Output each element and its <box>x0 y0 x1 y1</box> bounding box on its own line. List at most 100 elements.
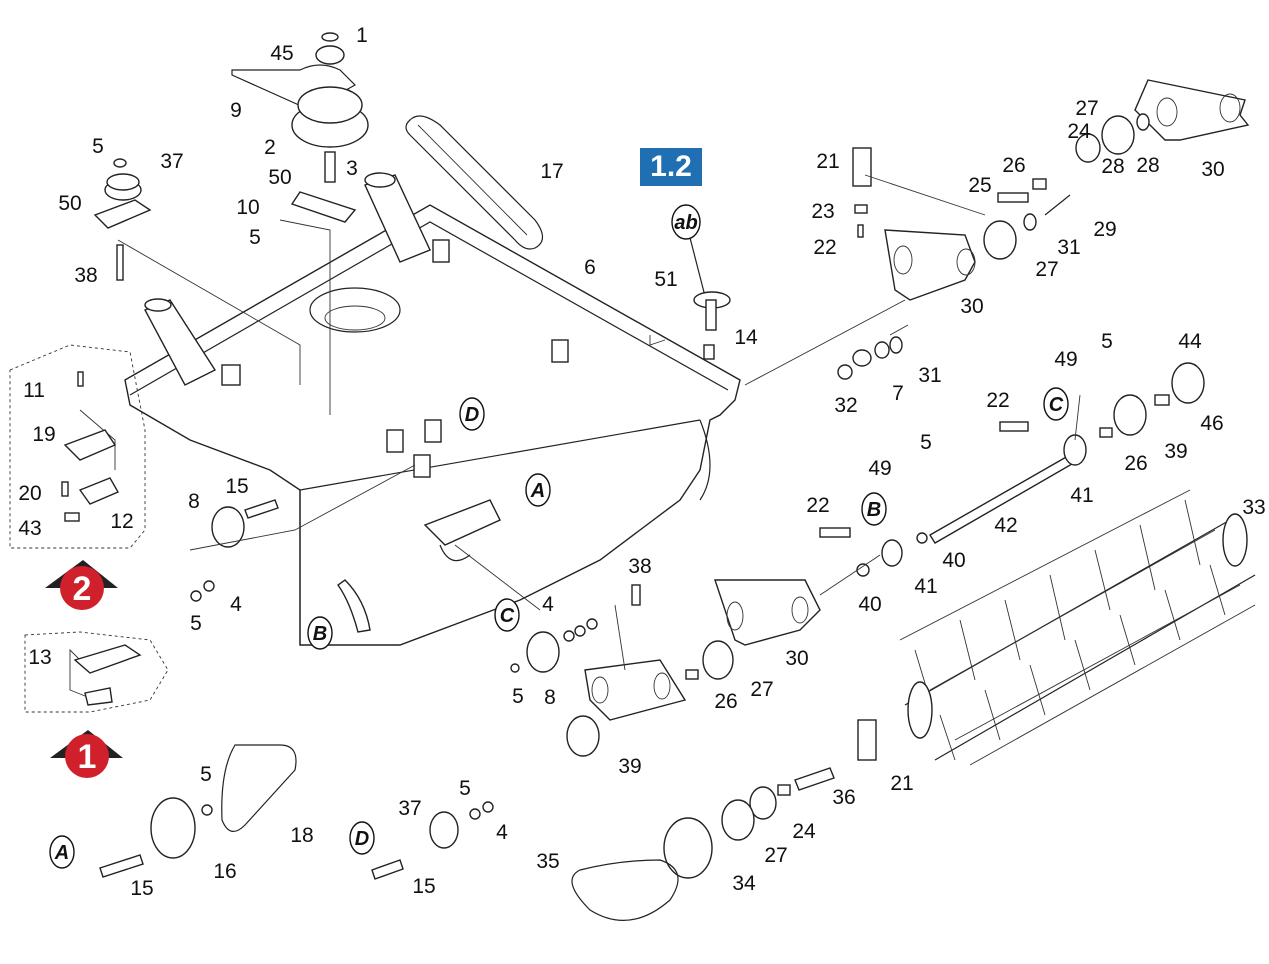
brush-drive-assembly <box>571 719 877 921</box>
part-label: 16 <box>213 860 236 883</box>
svg-text:C: C <box>500 605 515 627</box>
part-label: 5 <box>190 612 202 635</box>
part-label: 43 <box>18 517 41 540</box>
part-label: 38 <box>628 555 651 578</box>
part-label: 34 <box>732 872 756 895</box>
part-label: 27 <box>764 844 787 867</box>
part-label: 23 <box>811 200 834 223</box>
part-label: 49 <box>868 457 891 480</box>
part-label: 24 <box>1067 120 1091 143</box>
pulley-16-assembly <box>99 744 297 878</box>
part-label: 7 <box>892 382 904 405</box>
connector-tag-a-bottom: A <box>49 835 75 869</box>
svg-text:D: D <box>465 404 479 426</box>
reference-badge[interactable]: 1.2 <box>640 148 702 186</box>
part-label: 26 <box>1124 452 1147 475</box>
part-label: 22 <box>806 494 829 517</box>
v-belt-17 <box>405 115 544 250</box>
part-label: 28 <box>1136 154 1159 177</box>
svg-text:A: A <box>54 842 69 864</box>
part-label: 5 <box>512 685 524 708</box>
part-label: 40 <box>942 549 965 572</box>
part-label: 15 <box>130 877 153 900</box>
part-label: 8 <box>544 686 556 709</box>
part-label: 27 <box>1075 97 1098 120</box>
part-label: 37 <box>398 797 421 820</box>
part-label: 18 <box>290 824 313 847</box>
part-label: 8 <box>188 490 200 513</box>
part-label: 31 <box>918 364 941 387</box>
part-label: 15 <box>225 475 248 498</box>
part-label: 26 <box>1002 154 1025 177</box>
drive-pulley-assembly <box>231 32 369 223</box>
part-label: 24 <box>792 820 816 843</box>
part-label: 11 <box>23 379 45 402</box>
optional-kit-1-box <box>24 631 169 713</box>
idler-assembly-37-lower <box>371 801 494 880</box>
part-label: 30 <box>785 647 808 670</box>
part-label: 21 <box>816 150 839 173</box>
assembly-marker-1[interactable]: 1 <box>50 730 123 778</box>
part-label: 4 <box>496 821 508 844</box>
part-label: 41 <box>914 575 937 598</box>
part-label: 42 <box>994 514 1017 537</box>
part-label: 25 <box>968 174 991 197</box>
connector-tag-d-top: D <box>459 397 485 431</box>
svg-text:B: B <box>313 623 327 645</box>
connector-tag-a-top: A <box>525 473 551 507</box>
leader-lines <box>69 174 1081 701</box>
part-label: 45 <box>270 42 293 65</box>
lower-centre-bracket <box>510 579 821 757</box>
part-label: 13 <box>28 646 51 669</box>
part-label: 15 <box>412 875 435 898</box>
assembly-marker-2[interactable]: 2 <box>45 560 118 610</box>
svg-text:ab: ab <box>674 212 697 234</box>
tension-pulley-8 <box>190 499 279 602</box>
svg-text:A: A <box>530 480 545 502</box>
part-label: 28 <box>1101 155 1124 178</box>
part-label: 10 <box>236 196 259 219</box>
part-label: 17 <box>540 160 563 183</box>
assembly-marker-1-label: 1 <box>78 738 97 776</box>
right-upper-bracket <box>837 79 1250 380</box>
part-label: 5 <box>92 135 104 158</box>
part-label: 21 <box>890 772 913 795</box>
part-label: 12 <box>110 510 133 533</box>
part-label: 4 <box>542 593 554 616</box>
part-label: 44 <box>1178 330 1202 353</box>
connector-tag-c-right: C <box>1043 387 1069 421</box>
part-label: 39 <box>618 755 641 778</box>
part-label: 29 <box>1093 218 1116 241</box>
connector-tag-ab: ab <box>671 204 701 240</box>
part-label: 5 <box>1101 330 1113 353</box>
part-label: 5 <box>920 431 932 454</box>
part-label: 41 <box>1070 484 1093 507</box>
part-label: 31 <box>1057 236 1080 259</box>
part-label: 26 <box>714 690 737 713</box>
part-label: 6 <box>584 256 596 279</box>
part-label: 3 <box>346 157 358 180</box>
part-label: 2 <box>264 136 276 159</box>
connector-tag-c-mid: C <box>494 598 520 632</box>
shaft-assembly <box>819 362 1205 577</box>
part-label: 27 <box>1035 258 1058 281</box>
rotary-brush-33 <box>899 489 1256 766</box>
part-label: 30 <box>1201 158 1224 181</box>
part-label: 5 <box>249 226 261 249</box>
part-label: 22 <box>986 389 1009 412</box>
part-label: 4 <box>230 593 242 616</box>
part-label: 35 <box>536 850 559 873</box>
part-label: 20 <box>18 482 41 505</box>
connector-tag-b-right: B <box>861 492 887 526</box>
assembly-marker-2-label: 2 <box>73 570 92 608</box>
part-label: 5 <box>459 777 471 800</box>
part-label: 32 <box>834 394 857 417</box>
part-label: 33 <box>1242 496 1265 519</box>
part-label: 51 <box>654 268 677 291</box>
chassis-housing <box>124 172 741 646</box>
svg-text:C: C <box>1049 394 1064 416</box>
part-label: 19 <box>32 423 55 446</box>
part-label: 38 <box>74 264 97 287</box>
